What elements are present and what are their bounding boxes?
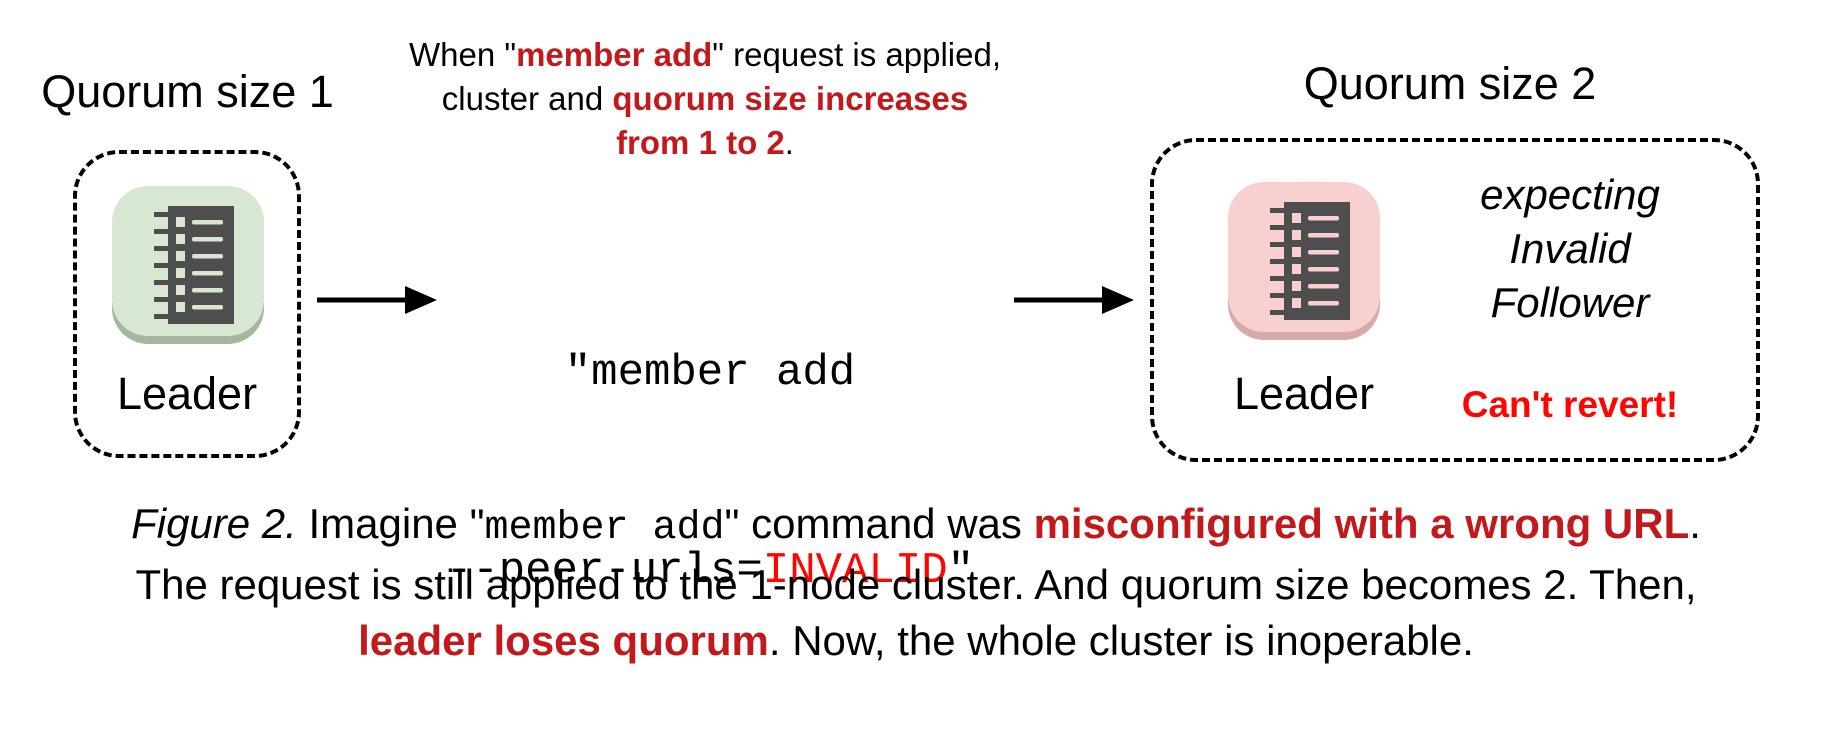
figure-caption: Figure 2. Imagine "member add" command w… (0, 496, 1832, 669)
caption-line-2: The request is still applied to the 1-no… (135, 561, 1697, 608)
annotation-line-1: When "member add" request is applied, (408, 36, 1002, 73)
left-cluster-title: Quorum size 1 (41, 66, 334, 117)
caption-line-1: Figure 2. Imagine "member add" command w… (131, 500, 1701, 551)
command-line-1: "member add (564, 348, 856, 398)
arrow-right-icon (315, 280, 439, 320)
expecting-note-line-1: expecting (1480, 171, 1660, 218)
leader-node-green (112, 186, 264, 344)
leader-node-pink (1228, 182, 1380, 340)
expecting-note: expecting Invalid Follower (1405, 168, 1735, 330)
annotation-line-2: cluster and quorum size increases (441, 80, 969, 117)
right-cluster-box (1150, 138, 1760, 462)
right-leader-label: Leader (1233, 368, 1375, 419)
expecting-note-line-3: Follower (1490, 279, 1650, 326)
cant-revert-warning: Can't revert! (1461, 384, 1679, 425)
command-text: "member add --peer-urls=INVALID" (380, 208, 1040, 736)
right-cluster-title: Quorum size 2 (1303, 58, 1597, 109)
caption-line-3: leader loses quorum. Now, the whole clus… (358, 617, 1474, 664)
annotation-line-3: from 1 to 2. (616, 124, 794, 161)
arrow-right-icon (1012, 280, 1136, 320)
left-leader-label: Leader (116, 368, 258, 419)
left-cluster-box (73, 150, 301, 458)
annotation-text: When "member add" request is applied, cl… (355, 33, 1055, 165)
notepad-icon (1270, 202, 1350, 320)
notepad-icon (154, 206, 234, 324)
command-line-2: --peer-urls=INVALID" (445, 546, 975, 596)
expecting-note-line-2: Invalid (1509, 225, 1631, 272)
